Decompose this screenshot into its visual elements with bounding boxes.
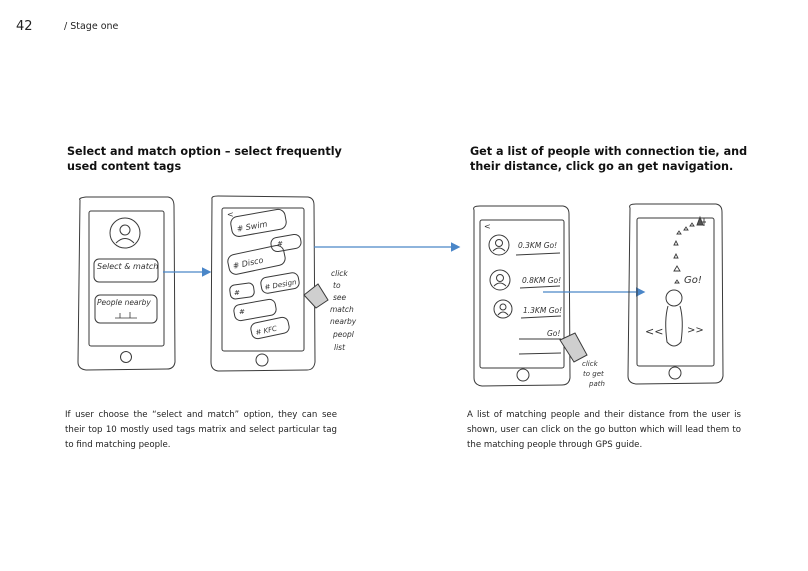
- sketch-people-nearby: People nearby: [97, 298, 151, 307]
- tag-pill: [270, 233, 302, 253]
- right-description: A list of matching people and their dist…: [467, 410, 741, 450]
- select-match-option: [93, 258, 159, 283]
- svg-text:list: list: [334, 343, 346, 352]
- page-number: 42: [16, 19, 33, 34]
- people-nearby-option: [94, 294, 158, 324]
- person-figure-icon: [665, 289, 683, 347]
- tag-empty: #: [239, 308, 245, 316]
- home-button-icon: [120, 351, 132, 363]
- tag-pill: [233, 298, 277, 322]
- sketch-select-match: Select & match: [97, 262, 158, 271]
- svg-text:to get: to get: [583, 370, 604, 378]
- right-heading: Get a list of people with connection tie…: [470, 145, 748, 173]
- tag-swim: # Swim: [236, 219, 268, 233]
- phone-sketch-navigation: [627, 203, 724, 385]
- go-button[interactable]: Go!: [547, 329, 560, 338]
- svg-text:click: click: [582, 360, 599, 368]
- section-label: / Stage one: [64, 21, 119, 32]
- tag-pill: [230, 208, 287, 237]
- person-avatar-icon: [488, 234, 510, 256]
- tag-disco: # Disco: [232, 256, 264, 271]
- left-arrows-icon: <<: [645, 325, 663, 338]
- hand-pointer-icon: [303, 283, 329, 309]
- person-distance[interactable]: 0.3KM Go!: [518, 241, 557, 250]
- path-markers-icon: [673, 215, 706, 284]
- list-annotation: click to get path: [582, 360, 605, 388]
- person-distance[interactable]: 0.8KM Go!: [522, 276, 561, 285]
- home-button-icon: [668, 366, 682, 380]
- left-description: If user choose the “select and match” op…: [65, 410, 337, 450]
- svg-text:see: see: [333, 293, 347, 302]
- tag-design: # Design: [264, 278, 297, 291]
- back-icon: <: [484, 222, 491, 231]
- tag-pill: [250, 316, 290, 340]
- home-button-icon: [516, 368, 530, 382]
- tag-pill: [227, 244, 286, 275]
- right-arrows-icon: >>: [687, 325, 704, 336]
- person-avatar-icon: [489, 269, 511, 291]
- left-heading: Select and match option – select frequen…: [67, 145, 342, 173]
- go-label: Go!: [684, 275, 702, 286]
- tag-pill: [260, 272, 300, 294]
- svg-text:nearby: nearby: [330, 317, 357, 326]
- tag-empty: #: [277, 240, 283, 248]
- destination-icon: [696, 215, 704, 226]
- svg-text:path: path: [588, 380, 605, 388]
- svg-text:to: to: [333, 281, 341, 290]
- avatar-icon: [109, 217, 141, 249]
- phone-sketch-tags: [210, 195, 329, 372]
- person-distance[interactable]: 1.3KM Go!: [523, 306, 562, 315]
- hand-pointer-icon: [559, 332, 588, 363]
- svg-text:match: match: [330, 305, 354, 314]
- person-avatar-icon: [493, 299, 513, 319]
- tag-pill: [229, 282, 255, 300]
- phone-sketch-list: [473, 205, 588, 387]
- home-button-icon: [255, 353, 269, 367]
- svg-text:click: click: [331, 269, 348, 278]
- svg-text:peopl: peopl: [332, 330, 355, 339]
- back-icon: <: [227, 210, 234, 219]
- tags-annotation: click to see match nearby peopl list: [330, 269, 357, 352]
- tag-empty: #: [234, 289, 240, 297]
- phone-sketch-home: [77, 196, 176, 371]
